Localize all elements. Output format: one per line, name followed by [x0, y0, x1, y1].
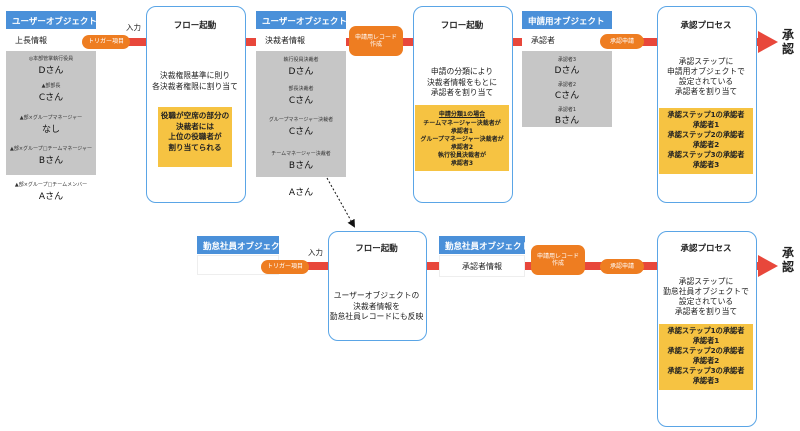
user-object-field-boss-info: 上長情報 [6, 30, 96, 50]
user-object-header: ユーザーオブジェクト [256, 11, 347, 29]
input-label: 入力 [126, 23, 141, 32]
flow-description: ユーザーオブジェクトの 決裁者情報を 勤怠社員レコードにも反映 [329, 291, 424, 322]
row-name: Cさん [288, 127, 314, 137]
create-application-record-step: 申請用レコード 作成 [349, 26, 403, 56]
row-name: Bさん [38, 156, 64, 166]
approver-values-panel: 執行役員決裁者 Dさん 部長決裁者 Cさん グループマネージャー決裁者 Cさん … [256, 51, 346, 177]
create-application-record-step-2: 申請用レコード 作成 [531, 245, 585, 275]
flow-start-box-2: フロー起動 申請の分類により 決裁者情報をもとに 承認者を割り当て 申請分類1の… [413, 6, 513, 203]
classification-note: 申請分類1の場合 チームマネージャー決裁者が 承認者1 グループマネージャー決裁… [415, 105, 509, 171]
flow-description: 申請の分類により 決裁者情報をもとに 承認者を割り当て [426, 67, 497, 98]
flow-start-box-1: フロー起動 決裁権限基準に則り 各決裁者権限に割り当て 役職が空席の部分の 決裁… [146, 6, 246, 203]
trigger-field-tag-2: トリガー項目 [261, 260, 309, 274]
bottom-member-role: ▲部×グループ□チームメンバー [14, 182, 88, 188]
row-role: 承認者3 [557, 57, 577, 63]
user-object-field-approver-info: 決裁者情報 [256, 30, 346, 50]
approval-result-label-2: 承 認 [782, 246, 795, 274]
approval-process-box-1: 承認プロセス 承認ステップに 申請用オブジェクトで 設定されている 承認者を割り… [657, 6, 757, 203]
user-object-header: ユーザーオブジェクト [6, 11, 97, 29]
row-role: ▲部部長 [41, 83, 61, 89]
employee-object-header: 勤怠社員オブジェクト [197, 236, 288, 254]
approval-request-tag-2: 承認申請 [600, 259, 644, 274]
row-role: チームマネージャー決裁者 [271, 151, 331, 157]
row-name: Bさん [554, 116, 580, 126]
approval-request-tag: 承認申請 [600, 34, 644, 49]
row-role: ▲部×グループ□チームマネージャー [10, 146, 92, 152]
row-role: ▲部×グループマネージャー [19, 115, 83, 121]
classification-note-title: 申請分類1の場合 [438, 111, 486, 118]
process-title: 承認プロセス [680, 21, 732, 31]
application-object-header: 申請用オブジェクト [522, 11, 612, 29]
bottom-member-name: Aさん [38, 192, 64, 202]
row-name: Dさん [554, 66, 580, 76]
vacant-position-note: 役職が空席の部分の 決裁者には 上位の役職者が 割り当てられる [158, 107, 232, 167]
flow-title: フロー起動 [440, 21, 484, 31]
row-role: 執行役員決裁者 [283, 57, 319, 63]
application-approver-values: 承認者3 Dさん 承認者2 Cさん 承認者1 Bさん [522, 51, 612, 127]
classification-note-body: チームマネージャー決裁者が 承認者1 グループマネージャー決裁者が 承認者2 執… [420, 120, 504, 168]
approval-steps-note: 承認ステップ1の承認者 承認者1 承認ステップ2の承認者 承認者2 承認ステップ… [659, 324, 753, 390]
approval-result-label: 承 認 [782, 28, 795, 56]
approval-process-box-2: 承認プロセス 承認ステップに 勤怠社員オブジェクトで 設定されている 承認者を割… [657, 231, 757, 427]
row-role: 承認者1 [557, 107, 577, 113]
input-label-2: 入力 [308, 248, 323, 257]
row-name: Bさん [288, 161, 314, 171]
row-name: Dさん [38, 66, 64, 76]
flow-description: 決裁権限基準に則り 各決裁者権限に割り当て [152, 71, 238, 91]
employee-object-header-2: 勤怠社員オブジェクト [439, 236, 530, 254]
user-object-values-panel: ◎本部管掌執行役員 Dさん ▲部部長 Cさん ▲部×グループマネージャー なし … [6, 51, 96, 175]
process-title: 承認プロセス [680, 244, 732, 254]
row-role: 部長決裁者 [288, 86, 314, 92]
applicant-name: Aさん [288, 188, 314, 198]
row-name: Cさん [38, 93, 64, 103]
row-name: Dさん [288, 67, 314, 77]
flow-start-box-3: フロー起動 ユーザーオブジェクトの 決裁者情報を 勤怠社員レコードにも反映 [328, 231, 427, 341]
row-role: ◎本部管掌執行役員 [28, 56, 74, 62]
row-role: 承認者2 [557, 82, 577, 88]
row-name: Cさん [554, 91, 580, 101]
row-name: Cさん [288, 96, 314, 106]
process-description: 承認ステップに 申請用オブジェクトで 設定されている 承認者を割り当て [667, 57, 745, 97]
approval-steps-note: 承認ステップ1の承認者 承認者1 承認ステップ2の承認者 承認者2 承認ステップ… [659, 108, 753, 174]
row-name: なし [41, 125, 60, 135]
process-description: 承認ステップに 勤怠社員オブジェクトで 設定されている 承認者を割り当て [663, 277, 749, 317]
employee-object-field-approver-info: 承認者情報 [439, 255, 525, 277]
flow-title: フロー起動 [173, 21, 217, 31]
trigger-field-tag: トリガー項目 [82, 35, 130, 49]
flow-title: フロー起動 [355, 244, 398, 254]
row-role: グループマネージャー決裁者 [268, 117, 334, 123]
application-object-field-approver: 承認者 [522, 30, 612, 50]
dotted-connector-arrow [326, 177, 355, 228]
